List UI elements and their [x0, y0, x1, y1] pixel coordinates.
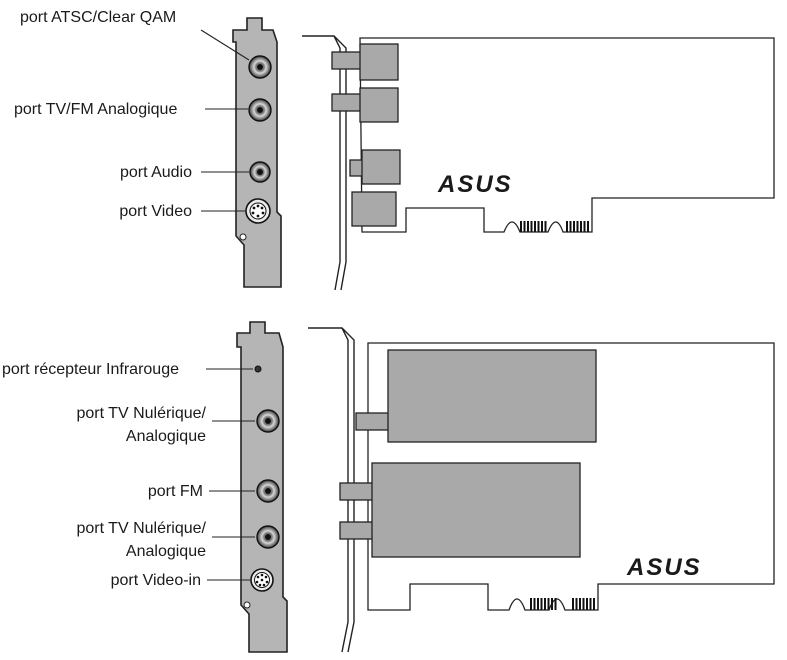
bottom-side-connector-2 [339, 482, 375, 501]
bottom-card-side-bracket [308, 327, 355, 653]
label-tv-digital-2-line1: port TV Nulérique/ [76, 520, 206, 537]
label-ir-receiver: port récepteur Infrarouge [2, 361, 179, 378]
top-card-bracket [232, 17, 282, 288]
top-tvfm-coax-port [248, 98, 272, 122]
top-tuner-block-3 [361, 149, 401, 185]
label-audio: port Audio [120, 164, 192, 181]
bottom-bracket-screw-hole [243, 601, 251, 609]
top-svideo-block [351, 191, 397, 227]
top-card-pcb [359, 37, 775, 233]
bottom-card: port récepteur Infrarouge port TV Nuléri… [2, 321, 775, 653]
top-tuner-block-1 [359, 43, 399, 81]
label-video: port Video [119, 203, 192, 220]
top-pcie-fingers [520, 221, 589, 232]
label-tvfm: port TV/FM Analogique [14, 101, 177, 118]
top-atsc-coax-port [248, 55, 272, 79]
top-audio-port [249, 161, 271, 183]
bottom-tuner-block-1 [387, 349, 597, 443]
top-card-side-bracket [302, 35, 347, 291]
top-bracket-screw-hole [239, 233, 247, 241]
bottom-tv-digital-coax-port-2 [256, 525, 280, 549]
label-atsc: port ATSC/Clear QAM [20, 9, 176, 26]
bottom-side-connector-3 [339, 521, 375, 540]
bottom-card-pcb [367, 342, 775, 611]
bottom-fm-coax-port [256, 479, 280, 503]
top-asus-logo: ASUS [437, 171, 513, 198]
top-side-connector-2 [331, 93, 363, 112]
bottom-pcie-fingers [530, 598, 595, 610]
bottom-side-connector-1 [355, 412, 391, 431]
leader-atsc [200, 29, 250, 61]
bottom-tuner-block-2 [371, 462, 581, 558]
label-tv-digital-1-line1: port TV Nulérique/ [76, 405, 206, 422]
label-video-in: port Video-in [111, 572, 201, 589]
label-fm: port FM [148, 483, 203, 500]
bottom-ir-receiver-port [254, 365, 262, 373]
top-tuner-block-2 [359, 87, 399, 123]
label-tv-digital-1-line2: Analogique [126, 428, 206, 445]
top-side-connector-1 [331, 51, 363, 70]
bottom-tv-digital-coax-port-1 [256, 409, 280, 433]
top-card: port ATSC/Clear QAM port TV/FM Analogiqu… [14, 9, 775, 291]
label-tv-digital-2-line2: Analogique [126, 543, 206, 560]
bottom-asus-logo: ASUS [626, 554, 702, 581]
top-video-svideo-port [245, 198, 271, 224]
bottom-video-in-port [250, 568, 274, 592]
